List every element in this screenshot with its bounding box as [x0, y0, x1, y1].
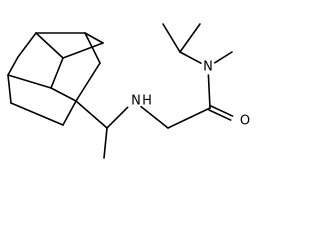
bond-nam-ip: [179, 51, 202, 65]
bond-co-o-1: [208, 109, 232, 121]
bond-cm-nh: [106, 106, 129, 129]
bond-ip-ipb: [179, 23, 201, 53]
bond-a6-a7: [7, 56, 19, 76]
atom-n-amine: N: [131, 94, 141, 109]
bond-a8-a10: [10, 102, 64, 126]
bond-nam-me2: [213, 51, 233, 64]
atom-h-amine: H: [142, 94, 152, 109]
bond-nh-ch2: [140, 105, 169, 129]
bond-a11-a3: [75, 62, 101, 102]
bond-cm-me: [103, 127, 108, 159]
bond-a2-a3: [84, 32, 101, 64]
molecule-canvas: N H N O: [7, 23, 250, 159]
bond-a11-cm: [75, 100, 108, 129]
atom-n-amide: N: [203, 60, 213, 75]
bonds: [7, 23, 234, 159]
atom-o-carbonyl: O: [240, 114, 250, 129]
bond-a2-a4: [84, 32, 104, 44]
structure-diagram: N H N O: [7, 23, 250, 159]
bond-a9-a7: [7, 74, 52, 89]
bond-a9-a11: [50, 87, 77, 102]
bond-a1-a5: [35, 32, 64, 59]
bond-ch2-co: [167, 107, 211, 129]
bond-ip-ipa: [162, 23, 181, 53]
bond-a5-a4: [62, 42, 104, 59]
bond-a9-a5: [50, 57, 64, 89]
bond-a7-a8: [7, 74, 12, 104]
bond-a10-a11: [62, 100, 77, 126]
bond-co-nam: [207, 74, 211, 109]
bond-a1-a6: [17, 32, 37, 58]
bond-co-o-2: [210, 105, 234, 117]
